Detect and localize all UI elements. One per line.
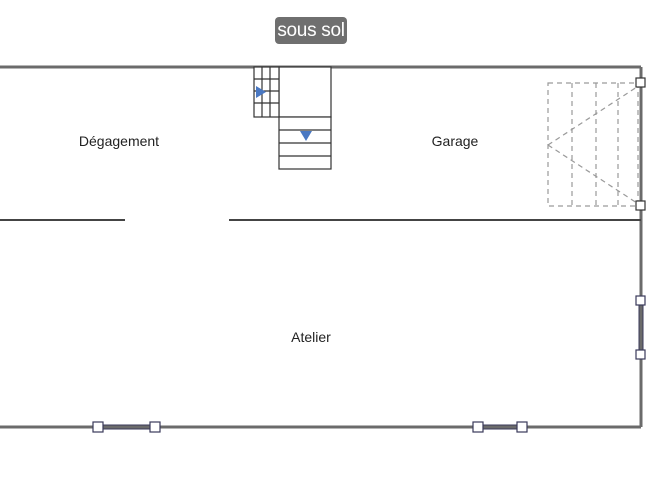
window-right-handle-bottom[interactable]: [635, 349, 646, 360]
window-bottom-right-handle-b[interactable]: [516, 421, 528, 433]
stair-landing: [278, 66, 332, 118]
room-label-garage[interactable]: Garage: [432, 133, 479, 149]
room-label-degagement[interactable]: Dégagement: [79, 133, 159, 149]
window-bottom-left-handle-b[interactable]: [149, 421, 161, 433]
garage-door-outline: [547, 82, 639, 207]
stair-arrow-down: [300, 131, 312, 141]
window-right[interactable]: [635, 295, 646, 360]
window-bottom-right[interactable]: [472, 421, 528, 433]
garage-door-swing-top: [547, 84, 641, 146]
garage-door-swing-bottom: [547, 144, 641, 206]
staircase[interactable]: [253, 66, 332, 170]
window-bottom-left-handle-a[interactable]: [92, 421, 104, 433]
hinge-bottom[interactable]: [635, 200, 646, 211]
stair-arrow-right: [256, 86, 266, 98]
garage-door[interactable]: [547, 82, 641, 207]
hinge-top[interactable]: [635, 77, 646, 88]
window-right-handle-top[interactable]: [635, 295, 646, 306]
window-bottom-right-handle-a[interactable]: [472, 421, 484, 433]
floor-name-badge[interactable]: sous sol: [275, 17, 347, 44]
room-label-atelier[interactable]: Atelier: [291, 329, 331, 345]
window-bottom-left[interactable]: [92, 421, 161, 433]
garage-door-hinges[interactable]: [635, 77, 646, 211]
